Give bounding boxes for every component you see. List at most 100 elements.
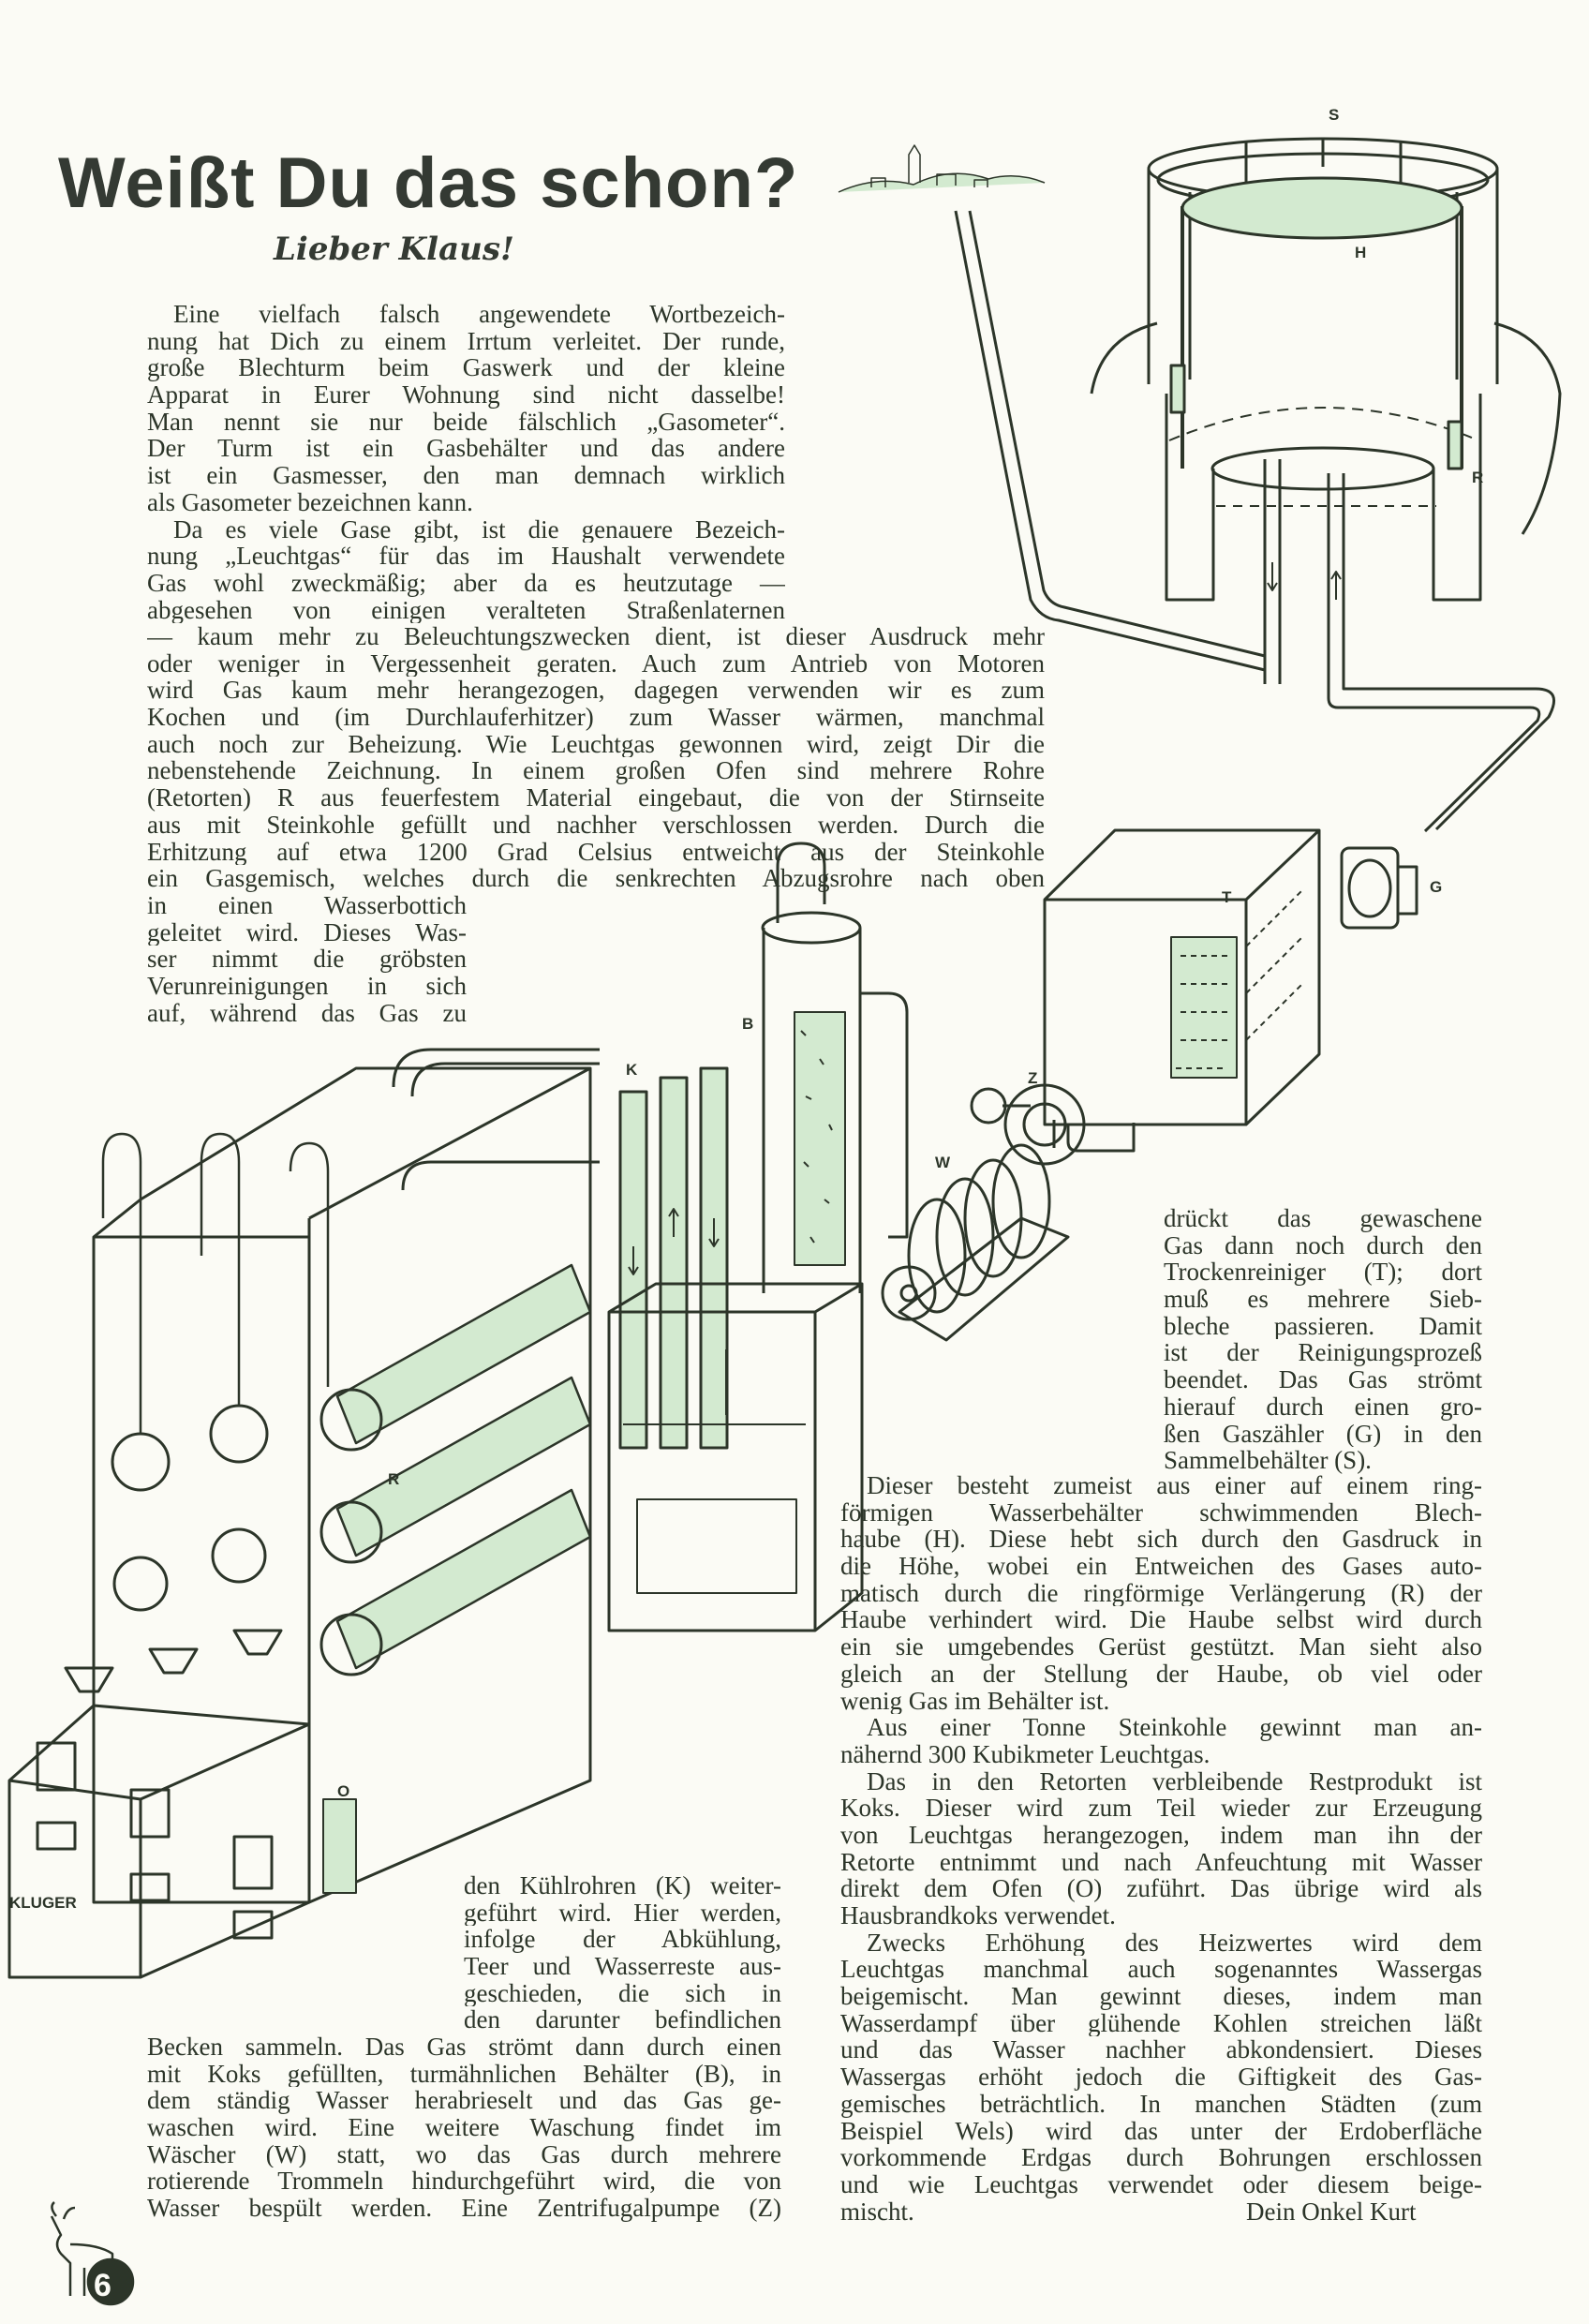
text-line: den darunter befindlichen: [464, 2006, 781, 2034]
gas-pipes: [954, 210, 1556, 1153]
text-line: nung hat Dich zu einem Irrtum verleitet.…: [147, 327, 785, 355]
text-line: geleitet wird. Dieses Was-: [147, 918, 467, 946]
label-o: O: [337, 1782, 349, 1800]
label-s: S: [1329, 106, 1339, 124]
text-line: Kochen und (im Durchlauferhitzer) zum Wa…: [147, 704, 1045, 731]
text-block-intro: Eine vielfach falsch angewendete Wortbez…: [147, 301, 785, 623]
text-line: ßen Gaszähler (G) in den: [1164, 1420, 1482, 1448]
text-line: Beispiel Wels) wird das unter der Erdobe…: [840, 2117, 1482, 2145]
text-line: ist ein Gasmesser, den man demnach wirkl…: [147, 462, 785, 489]
text-line: rotierende Trommeln hindurchgeführt wird…: [147, 2168, 781, 2196]
text-line: Gas dann noch durch den: [1164, 1231, 1482, 1259]
washer: [881, 1143, 1070, 1342]
label-g: G: [1430, 878, 1442, 896]
text-line: Apparat in Eurer Wohnung sind nicht dass…: [147, 381, 785, 409]
centrifugal-pump: [970, 1083, 1086, 1166]
text-line: die Höhe, wobei ein Entweichen des Gases…: [840, 1553, 1482, 1580]
text-line: und wie Leuchtgas verwendet oder diesem …: [840, 2170, 1482, 2198]
text-line: Wasserdampf über glühende Kohlen streich…: [840, 2009, 1482, 2037]
label-h: H: [1355, 244, 1366, 261]
letter-signature: Dein Onkel Kurt: [1246, 2197, 1417, 2226]
text-line: Verunreinigungen in sich: [147, 973, 467, 1000]
text-line: Hausbrandkoks verwendet.: [840, 1902, 1116, 1929]
text-line: ein sie umgebendes Gerüst gestützt. Man …: [840, 1633, 1482, 1661]
text-line: auch noch zur Beheizung. Wie Leuchtgas g…: [147, 730, 1045, 758]
text-line: Sammelbehälter (S).: [1164, 1447, 1372, 1474]
text-line: vorkommende Erdgas durch Bohrungen ersch…: [840, 2144, 1482, 2171]
text-line: mischt.: [840, 2197, 914, 2226]
text-line: Eine vielfach falsch angewendete Wortbez…: [173, 301, 785, 328]
text-line: abgesehen von einigen veralteten Straßen…: [147, 596, 785, 624]
text-line: ist der Reinigungsprozeß: [1164, 1339, 1482, 1367]
text-line: Aus einer Tonne Steinkohle gewinnt man a…: [867, 1714, 1482, 1741]
page-title: Weißt Du das schon?: [58, 143, 799, 223]
text-line: beendet. Das Gas strömt: [1164, 1366, 1482, 1393]
text-line: hierauf durch einen gro-: [1164, 1393, 1482, 1421]
text-line: muß es mehrere Sieb-: [1164, 1286, 1482, 1313]
text-line: haube (H). Diese hebt sich durch den Gas…: [840, 1526, 1482, 1554]
text-line: Becken sammeln. Das Gas strömt dann durc…: [147, 2034, 781, 2061]
text-line: (Retorten) R aus feuerfestem Material ei…: [147, 784, 1045, 812]
label-t: T: [1222, 888, 1232, 906]
text-line: Wäscher (W) statt, wo das Gas durch mehr…: [147, 2140, 781, 2168]
text-block-right: Dieser besteht zumeist aus einer auf ein…: [840, 1472, 1482, 2225]
salutation: Lieber Klaus!: [274, 231, 514, 268]
text-block-bottom: Becken sammeln. Das Gas strömt dann durc…: [147, 2034, 781, 2222]
text-line: wenig Gas im Behälter ist.: [840, 1687, 1110, 1715]
text-line: oder weniger in Vergessenheit geraten. A…: [147, 649, 1045, 678]
text-line: große Blechturm beim Gaswerk und der kle…: [147, 354, 785, 382]
text-line: geschieden, die sich in: [464, 1979, 781, 2007]
gas-holder: [1090, 137, 1562, 684]
text-line: drückt das gewaschene: [1164, 1205, 1482, 1232]
label-k: K: [626, 1061, 638, 1079]
text-line: auf, während das Gas zu: [147, 999, 467, 1027]
text-line: als Gasometer bezeichnen kann.: [147, 488, 473, 516]
text-line: aus mit Steinkohle gefüllt und nachher v…: [147, 811, 1045, 839]
text-line: Gas wohl zweckmäßig; aber da es heutzuta…: [147, 569, 785, 597]
text-line: Leuchtgas manchmal auch sogenanntes Wass…: [840, 1956, 1482, 1984]
text-line: Trockenreiniger (T); dort: [1164, 1259, 1482, 1287]
text-block-wide: — kaum mehr zu Beleuchtungszwecken dient…: [147, 623, 1045, 892]
text-line: Dieser besteht zumeist aus einer auf ein…: [867, 1472, 1482, 1499]
text-line: nähernd 300 Kubikmeter Leuchtgas.: [840, 1740, 1210, 1768]
text-line: Wassergas erhöht jedoch die Giftigkeit d…: [840, 2063, 1482, 2091]
text-line: ser nimmt die gröbsten: [147, 946, 467, 974]
town-sketch-icon: [838, 144, 1046, 193]
label-w: W: [935, 1154, 951, 1171]
label-z: Z: [1028, 1069, 1037, 1087]
text-line: gleich an der Stellung der Haube, ob vie…: [840, 1660, 1482, 1688]
cooling-pipes: [401, 1066, 864, 1632]
text-line: geführt wird. Hier werden,: [464, 1899, 781, 1927]
text-line: ein Gasgemisch, welches durch die senkre…: [147, 865, 1045, 892]
text-line: dem ständig Wasser herabrieselt und das …: [147, 2087, 781, 2115]
text-line: direkt dem Ofen (O) zuführt. Das übrige …: [840, 1875, 1482, 1902]
text-line: wird Gas kaum mehr herangezogen, dagegen…: [147, 677, 1045, 705]
text-line: nebenstehende Zeichnung. In einem großen…: [147, 757, 1045, 785]
text-line: infolge der Abkühlung,: [464, 1926, 781, 1954]
text-line: Wasser bespült werden. Eine Zentrifugalp…: [147, 2195, 781, 2222]
label-r-ring: R: [1472, 469, 1483, 486]
text-line: Teer und Wasserreste aus-: [464, 1953, 781, 1980]
text-line: — kaum mehr zu Beleuchtungszwecken dient…: [147, 623, 1045, 650]
text-line: Das in den Retorten verbleibende Restpro…: [867, 1767, 1482, 1795]
retort-furnace: [7, 1048, 600, 1979]
artist-signature: KLUGER: [9, 1894, 77, 1912]
text-line: in einen Wasserbottich: [147, 892, 467, 919]
text-line: Da es viele Gase gibt, ist die genauere …: [173, 515, 785, 544]
text-line: Zwecks Erhöhung des Heizwertes wird dem: [867, 1929, 1482, 1957]
goat-logo-icon: [50, 2201, 135, 2306]
text-line: waschen wird. Eine weitere Waschung find…: [147, 2114, 781, 2141]
text-line: beigemischt. Man gewinnt dieses, indem m…: [840, 1983, 1482, 2010]
text-line: bleche passieren. Damit: [1164, 1312, 1482, 1340]
label-b: B: [742, 1015, 753, 1033]
text-line: gemisches beträchtlich. In manchen Städt…: [840, 2090, 1482, 2118]
text-line: förmigen Wasserbehälter schwimmenden Ble…: [840, 1498, 1482, 1527]
text-line: Haube verhindert wird. Die Haube selbst …: [840, 1606, 1482, 1634]
text-line: Koks. Dieser wird zum Teil wieder zur Er…: [840, 1795, 1482, 1822]
text-line: matisch durch die ringförmige Verlängeru…: [840, 1579, 1482, 1607]
dry-purifier: [1043, 828, 1321, 1126]
gas-meter: [1340, 846, 1418, 930]
